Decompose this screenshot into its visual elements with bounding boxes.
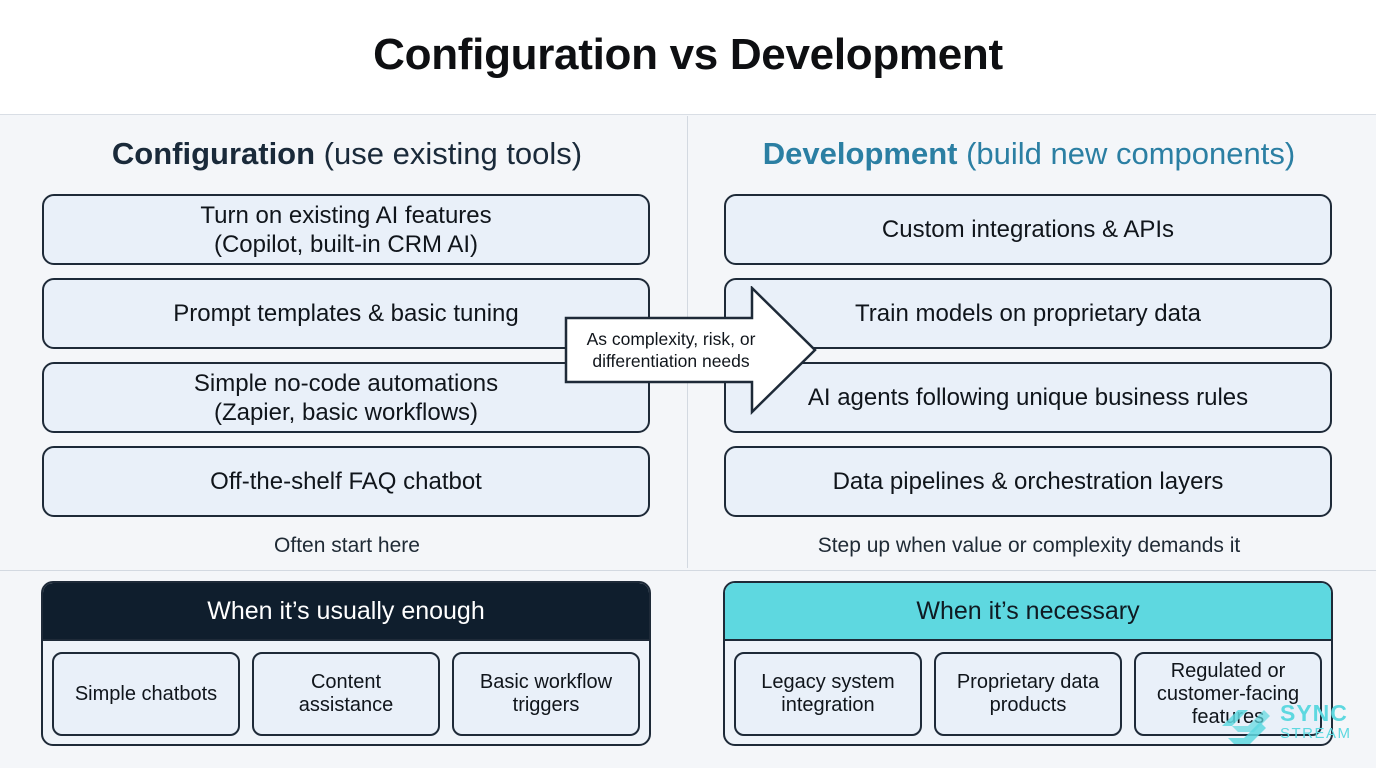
title-band: [0, 0, 1376, 115]
configuration-heading: Configuration (use existing tools): [42, 136, 652, 176]
necessary-header: When it’s necessary: [725, 583, 1331, 641]
enough-item-workflow-triggers: Basic workflow triggers: [452, 652, 640, 736]
dev-item-ai-agents: AI agents following unique business rule…: [724, 362, 1332, 433]
dev-item-custom-integrations: Custom integrations & APIs: [724, 194, 1332, 265]
enough-item-content-assistance: Content assistance: [252, 652, 440, 736]
configuration-note: Often start here: [274, 534, 420, 557]
logo-text-stream: STREAM: [1280, 725, 1352, 742]
usually-enough-panel: When it’s usually enough Simple chatbots…: [41, 581, 651, 746]
development-note: Step up when value or complexity demands…: [817, 534, 1241, 557]
configuration-heading-rest: (use existing tools): [315, 136, 583, 171]
configuration-heading-strong: Configuration: [111, 136, 316, 171]
dev-item-data-pipelines: Data pipelines & orchestration layers: [724, 446, 1332, 517]
necessary-item-legacy-integration: Legacy system integration: [734, 652, 922, 736]
development-heading-rest: (build new components): [957, 136, 1296, 171]
sync-icon: [1222, 710, 1270, 744]
dev-item-train-models: Train models on proprietary data: [724, 278, 1332, 349]
section-divider: [0, 570, 1376, 571]
necessary-item-proprietary-data: Proprietary data products: [934, 652, 1122, 736]
arrow-label: As complexity, risk, or differentiation …: [586, 329, 756, 371]
syncstream-logo: SYNC STREAM: [1218, 698, 1368, 748]
config-item-ai-features: Turn on existing AI features (Copilot, b…: [42, 194, 650, 265]
development-heading-strong: Development: [762, 136, 958, 171]
config-item-prompt-templates: Prompt templates & basic tuning: [42, 278, 650, 349]
progression-arrow: As complexity, risk, or differentiation …: [564, 286, 818, 416]
config-item-faq-chatbot: Off-the-shelf FAQ chatbot: [42, 446, 650, 517]
config-item-no-code-automations: Simple no-code automations (Zapier, basi…: [42, 362, 650, 433]
usually-enough-header: When it’s usually enough: [43, 583, 649, 641]
enough-item-simple-chatbots: Simple chatbots: [52, 652, 240, 736]
development-heading: Development (build new components): [724, 136, 1334, 176]
arrow-shape: [564, 286, 817, 415]
page-title: Configuration vs Development: [373, 30, 1003, 79]
logo-text-sync: SYNC: [1280, 700, 1348, 726]
